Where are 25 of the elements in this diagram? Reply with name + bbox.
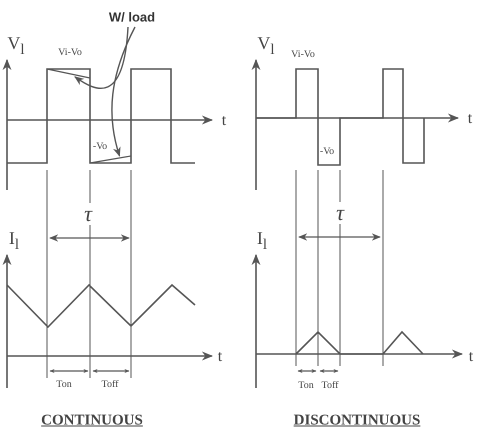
leader-line: [74, 26, 129, 89]
time-label: Ton: [56, 380, 72, 390]
voltage-level-label: Vi-Vo: [291, 50, 315, 60]
voltage-level-label: Vi-Vo: [58, 48, 82, 58]
droop-line: [90, 155, 132, 164]
axis-label: t: [468, 349, 474, 365]
time-label: Toff: [322, 381, 338, 391]
voltage-level-label: -Vo: [320, 147, 334, 157]
axis-label: I$_{l}$: [256, 229, 268, 253]
leader-line: [111, 26, 136, 157]
axis-label: V$_{l}$: [7, 34, 25, 58]
time-label: Toff: [102, 380, 118, 390]
axis-label: t: [468, 111, 472, 127]
period-label: τ: [334, 202, 346, 224]
axis-label: t: [218, 349, 222, 365]
axis-label: I$_{l}$: [8, 229, 20, 253]
time-label: Ton: [298, 381, 314, 391]
axis-label: V$_{l}$: [257, 34, 275, 58]
droop-line: [46, 68, 90, 79]
voltage-level-label: -Vo: [92, 142, 108, 152]
panel-title: DISCONTINUOUS: [294, 414, 420, 428]
annotation-label: W/ load: [108, 10, 156, 24]
period-label: τ: [82, 203, 94, 225]
axis-label: t: [222, 113, 226, 129]
panel-title: CONTINUOUS: [41, 414, 143, 428]
